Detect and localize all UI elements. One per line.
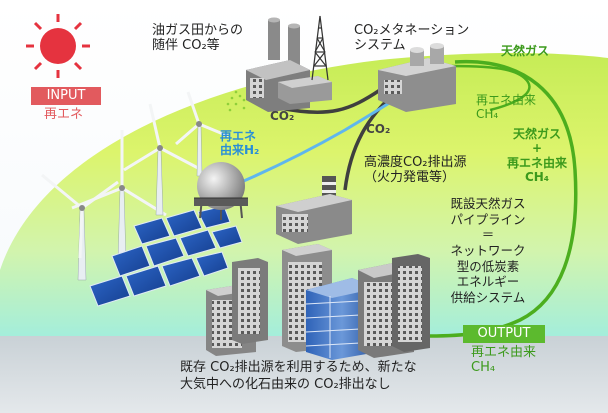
mixed-gas-label: 天然ガス + 再エネ由来 CH₄ [494,127,580,185]
output-label-box: OUTPUT [463,325,545,343]
mixed-line3: CH₄ [524,170,550,185]
high-concentration-label: 高濃度CO₂排出源 （火力発電等） [364,155,467,186]
output-ch4-label: 再エネ由来 CH₄ [471,345,537,376]
high-conc-line1: 高濃度CO₂排出源 [364,155,467,170]
h2-line2: 由来H₂ [220,142,260,157]
bottom-line2: 大気中への化石由来の CO₂排出なし [180,376,391,392]
natural-gas-top-label: 天然ガス [501,44,550,58]
bottom-line1: 既存 CO₂排出源を利用するため、新たな [180,360,417,375]
renewable-ch4-line1: 再エネ由来 [476,93,537,107]
renewable-ch4-label: 再エネ由来 CH₄ [476,93,537,122]
oilgas-label: 油ガス田からの 随伴 CO₂等 [152,23,244,54]
pipeline-line1: 既設天然ガス [450,196,526,211]
mixed-plus: + [531,141,543,156]
pipeline-line6: エネルギー [456,274,520,290]
pipeline-label: 既設天然ガス パイプライン ＝ ネットワーク 型の低炭素 エネルギー 供給システ… [436,196,540,305]
mixed-line1: 天然ガス [512,127,561,141]
h2-label: 再エネ 由来H₂ [220,129,260,158]
high-conc-line2: （火力発電等） [364,169,456,185]
bottom-caption: 既存 CO₂排出源を利用するため、新たな 大気中への化石由来の CO₂排出なし [180,360,417,394]
oilgas-line1: 油ガス田からの [152,23,244,38]
emission-dots [226,90,246,112]
gas-tower-icon [311,15,329,81]
power-plant-icon [276,176,352,244]
methanation-line2: システム [354,37,406,53]
output-line2: CH₄ [471,359,496,375]
pipeline-line2: パイプライン [450,211,526,227]
h2-line1: 再エネ [220,129,257,143]
solar-panel-icon [89,205,243,307]
oilgas-line2: 随伴 CO₂等 [152,37,220,53]
mixed-line2: 再エネ由来 [506,155,567,170]
natural-gas-pipe [451,64,531,112]
pipeline-line3: ＝ [481,227,495,243]
city-buildings-icon [206,244,430,360]
co2-mid-label: CO₂ [366,122,391,136]
pipeline-line5: 型の低炭素 [456,258,520,274]
pipeline-line4: ネットワーク [450,242,526,258]
output-label: OUTPUT [477,326,531,341]
co2-left-label: CO₂ [270,109,295,123]
input-label: INPUT [46,88,86,103]
methanation-line1: CO₂メタネーション [354,23,470,38]
methanation-plant-icon [378,43,456,112]
green-hill [0,53,608,336]
hydrogen-tank-icon [194,162,248,220]
wind-turbine-icon [41,91,229,281]
renewable-ch4-line2: CH₄ [476,106,499,121]
input-sublabel: 再エネ [44,107,84,122]
oil-gas-plant-icon [246,17,332,112]
output-line1: 再エネ由来 [471,345,537,360]
methanation-label: CO₂メタネーション システム [354,23,470,54]
input-label-box: INPUT [31,87,101,105]
sun-icon [26,14,90,78]
pipeline-line7: 供給システム [450,289,526,305]
